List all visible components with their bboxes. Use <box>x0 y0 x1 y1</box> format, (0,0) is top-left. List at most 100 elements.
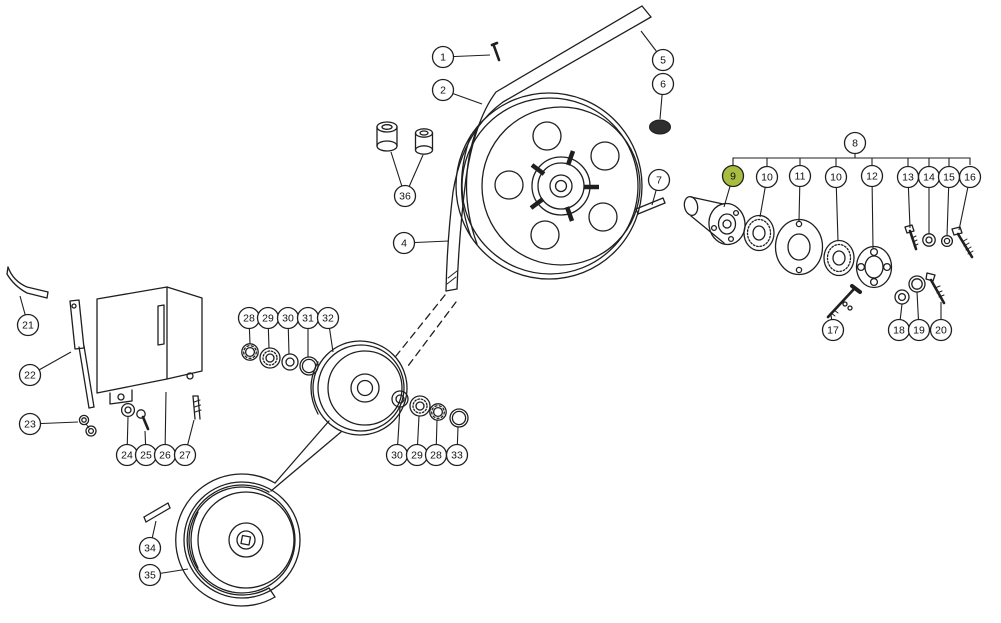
callout-number: 10 <box>830 172 842 184</box>
callout-6[interactable]: 6 <box>651 72 675 120</box>
callout-10-2[interactable]: 10 <box>824 165 848 242</box>
callout-29-2[interactable]: 29 <box>405 415 429 467</box>
callout-11[interactable]: 11 <box>788 164 812 222</box>
pin-7 <box>635 197 666 215</box>
washer-18 <box>894 289 910 305</box>
callout-9[interactable]: 9 <box>721 164 745 208</box>
callout-circle[interactable] <box>824 165 848 189</box>
callout-8-bracket <box>732 154 971 166</box>
nut-15 <box>940 234 954 248</box>
callout-number: 14 <box>923 172 935 184</box>
callout-circle[interactable] <box>755 165 779 189</box>
callout-circle[interactable] <box>393 184 417 208</box>
callout-number: 5 <box>660 55 666 67</box>
callout-number: 28 <box>243 313 255 325</box>
callout-circle[interactable] <box>138 563 162 587</box>
cap-plug-6 <box>649 119 671 135</box>
washer-30a <box>281 353 299 371</box>
stud-27 <box>192 395 202 420</box>
callout-circle[interactable] <box>316 306 340 330</box>
callout-28-2[interactable]: 28 <box>424 419 448 467</box>
callout-circle[interactable] <box>721 164 745 188</box>
callout-19[interactable]: 19 <box>907 291 931 342</box>
callout-number: 29 <box>411 450 423 462</box>
callout-22[interactable]: 22 <box>18 351 72 387</box>
callout-31[interactable]: 31 <box>296 306 320 358</box>
callout-25[interactable]: 25 <box>134 430 158 467</box>
callout-circle[interactable] <box>907 318 931 342</box>
callout-26[interactable]: 26 <box>153 391 177 467</box>
callout-18[interactable]: 18 <box>887 303 911 342</box>
clutch-hub-9 <box>683 195 746 246</box>
callout-2[interactable]: 2 <box>431 78 483 105</box>
callout-10[interactable]: 10 <box>755 165 779 218</box>
pin-1 <box>490 41 501 62</box>
callout-36[interactable]: 36 <box>390 151 424 208</box>
backing-plate-11 <box>774 218 824 276</box>
bottom-pulley <box>183 481 301 599</box>
callout-circle[interactable] <box>958 165 982 189</box>
bolt-16 <box>951 226 974 259</box>
callout-circle[interactable] <box>860 164 884 188</box>
bearing-29a <box>259 347 281 369</box>
callout-circle[interactable] <box>431 78 455 102</box>
drive-belt <box>175 5 652 607</box>
callout-16[interactable]: 16 <box>958 165 982 231</box>
callout-33[interactable]: 33 <box>445 426 469 467</box>
callout-15[interactable]: 15 <box>937 165 961 237</box>
callout-13[interactable]: 13 <box>896 165 920 229</box>
friction-disc-10a <box>743 214 775 252</box>
callout-28[interactable]: 28 <box>237 306 261 345</box>
callout-number: 27 <box>179 450 191 462</box>
callout-number: 26 <box>159 450 171 462</box>
callout-23[interactable]: 23 <box>18 412 79 436</box>
callout-29[interactable]: 29 <box>256 306 280 349</box>
callout-number: 8 <box>852 138 858 150</box>
callout-circle[interactable] <box>651 48 675 72</box>
callout-circle[interactable] <box>788 164 812 188</box>
washer-14 <box>922 233 936 247</box>
callout-circle[interactable] <box>16 313 40 337</box>
callout-20[interactable]: 20 <box>929 302 953 342</box>
callout-circle[interactable] <box>651 72 675 96</box>
callout-number: 29 <box>262 313 274 325</box>
callout-circle[interactable] <box>445 443 469 467</box>
callout-1[interactable]: 1 <box>431 45 491 69</box>
callout-21[interactable]: 21 <box>16 295 40 337</box>
callout-number: 9 <box>730 171 736 183</box>
callout-35[interactable]: 35 <box>138 563 189 587</box>
callout-circle[interactable] <box>173 443 197 467</box>
callout-17[interactable]: 17 <box>821 314 845 342</box>
callout-circle[interactable] <box>392 231 416 255</box>
callout-number: 6 <box>660 79 666 91</box>
callout-30-2[interactable]: 30 <box>385 406 409 467</box>
callout-number: 18 <box>893 325 905 337</box>
callout-7[interactable]: 7 <box>647 168 671 206</box>
callout-30[interactable]: 30 <box>276 306 300 355</box>
callout-circle[interactable] <box>18 412 42 436</box>
callout-24[interactable]: 24 <box>115 416 139 467</box>
callout-circle[interactable] <box>821 318 845 342</box>
bolt-25 <box>136 409 150 431</box>
callout-number: 22 <box>24 370 36 382</box>
callout-number: 33 <box>451 450 463 462</box>
callout-27[interactable]: 27 <box>173 419 197 467</box>
callout-circle[interactable] <box>138 536 162 560</box>
callout-circle[interactable] <box>843 131 867 155</box>
callout-number: 30 <box>282 313 294 325</box>
callout-number: 32 <box>322 313 334 325</box>
callout-circle[interactable] <box>18 363 42 387</box>
callout-circle[interactable] <box>929 318 953 342</box>
callout-5[interactable]: 5 <box>640 30 675 72</box>
nut-28b <box>429 403 447 421</box>
callout-14[interactable]: 14 <box>917 165 941 235</box>
callout-8[interactable]: 8 <box>843 131 867 155</box>
callout-12[interactable]: 12 <box>860 164 884 249</box>
callout-4[interactable]: 4 <box>392 231 450 255</box>
callout-circle[interactable] <box>647 168 671 192</box>
callout-32[interactable]: 32 <box>316 306 340 353</box>
callout-circle[interactable] <box>431 45 455 69</box>
callout-34[interactable]: 34 <box>138 520 162 560</box>
